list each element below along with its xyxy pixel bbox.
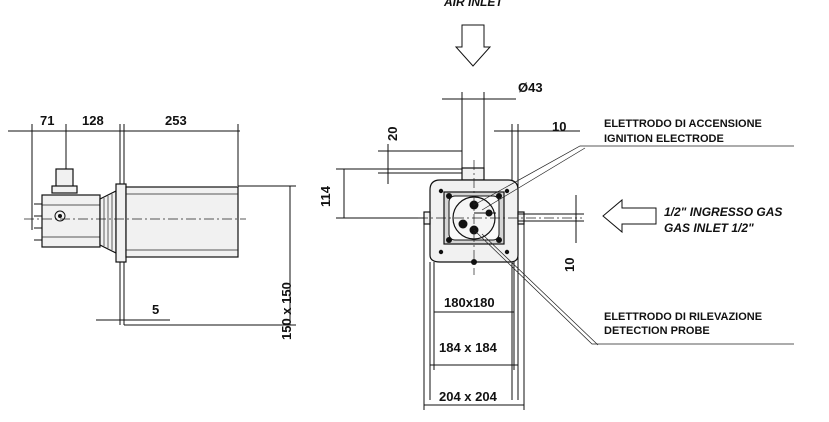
dim-180x180: 180x180: [444, 295, 495, 310]
mounting-flange: [115, 183, 127, 263]
dim-114: 114: [318, 185, 333, 207]
dim-150x150: 150 x 150: [279, 282, 294, 340]
air-inlet-label: AIR INLET: [443, 0, 504, 9]
callouts: ELETTRODO DI ACCENSIONE IGNITION ELECTRO…: [473, 118, 794, 346]
gas-connector: [55, 168, 74, 188]
gas-inlet-label-en: GAS INLET 1/2": [664, 221, 754, 235]
dim-204x204: 204 x 204: [439, 389, 498, 404]
air-inlet-arrow: [454, 24, 492, 67]
detection-label-it: ELETTRODO DI RILEVAZIONE: [604, 311, 762, 323]
dim-184x184: 184 x 184: [439, 340, 498, 355]
ignition-label-en: IGNITION ELECTRODE: [604, 133, 724, 145]
dim-5: 5: [152, 302, 159, 317]
side-view: 71 128 253 150 x 150: [8, 113, 296, 340]
burner-tube: [125, 186, 239, 258]
dim-128: 128: [82, 113, 104, 128]
detection-leader: [473, 229, 794, 345]
dim-diameter-43: Ø43: [518, 80, 543, 95]
ignition-leader: [473, 145, 794, 206]
front-view: Ø43 20 10 114: [318, 80, 584, 410]
dim-71: 71: [40, 113, 54, 128]
gas-inlet-label-it: 1/2" INGRESSO GAS: [664, 205, 782, 219]
gas-inlet-arrow: [602, 198, 657, 234]
dim-10-top: 10: [552, 119, 566, 134]
detection-label-en: DETECTION PROBE: [604, 325, 710, 337]
valve-body: [41, 194, 101, 248]
dim-20: 20: [385, 127, 400, 141]
dim-10-side: 10: [562, 258, 577, 272]
dim-253: 253: [165, 113, 187, 128]
ignition-label-it: ELETTRODO DI ACCENSIONE: [604, 118, 762, 130]
top-pipe: [461, 167, 485, 181]
